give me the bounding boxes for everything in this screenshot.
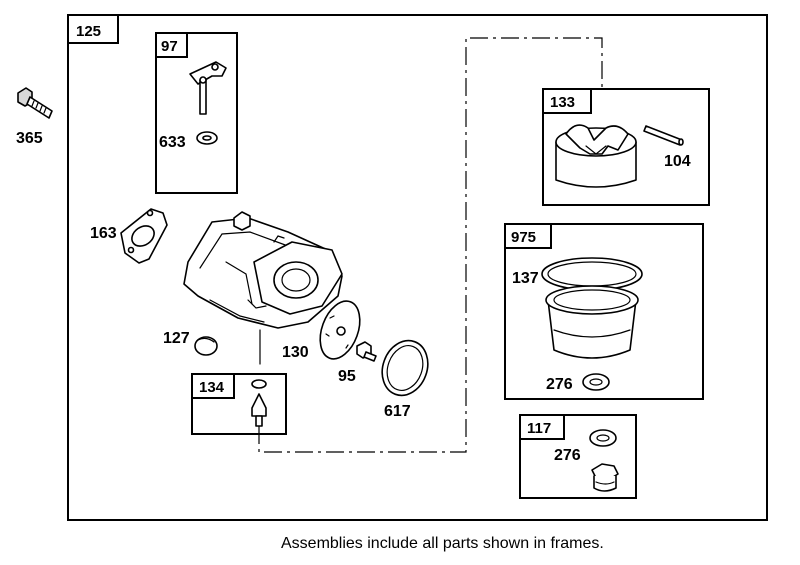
- carburetor-body[interactable]: [183, 211, 343, 365]
- gasket-163[interactable]: [120, 208, 168, 264]
- pin-104[interactable]: [643, 125, 684, 146]
- frame-label-133: 133: [550, 94, 575, 111]
- assembly-frame-975: [504, 223, 704, 400]
- bolt-365[interactable]: [17, 87, 53, 119]
- frame-tag-125: [67, 14, 119, 44]
- plug-127[interactable]: [194, 336, 218, 356]
- part-label-127: 127: [163, 330, 190, 347]
- frame-tag-97: [155, 32, 188, 58]
- washer-276-b[interactable]: [589, 429, 617, 447]
- frame-tag-134: [191, 373, 235, 399]
- o-ring-617[interactable]: [375, 334, 435, 402]
- float-133[interactable]: [555, 124, 637, 188]
- frame-label-97: 97: [161, 38, 178, 55]
- part-label-617: 617: [384, 403, 411, 420]
- frame-label-975: 975: [511, 229, 536, 246]
- part-label-137: 137: [512, 270, 539, 287]
- assembly-frame-97: [155, 32, 238, 194]
- connection-line: [258, 37, 603, 453]
- frame-tag-133: [542, 88, 592, 114]
- bowl-nut-117[interactable]: [591, 463, 619, 492]
- assembly-frame-117: [519, 414, 637, 499]
- part-label-276-b: 276: [554, 447, 581, 464]
- assembly-frame-125: [67, 14, 768, 521]
- frame-label-125: 125: [76, 23, 101, 40]
- screw-95[interactable]: [356, 341, 377, 362]
- choke-shaft-97[interactable]: [189, 61, 227, 115]
- assembly-frame-134: [191, 373, 287, 435]
- frame-label-134: 134: [199, 379, 225, 396]
- diaphragm-130[interactable]: [313, 296, 367, 365]
- part-label-163: 163: [90, 225, 117, 242]
- part-label-365: 365: [16, 130, 43, 147]
- part-label-130: 130: [282, 344, 309, 361]
- frame-label-117: 117: [527, 420, 551, 437]
- part-label-276-a: 276: [546, 376, 573, 393]
- inlet-needle-134[interactable]: [251, 379, 267, 427]
- part-label-633: 633: [159, 134, 186, 151]
- frame-tag-117: [519, 414, 565, 440]
- caption-text: Assemblies include all parts shown in fr…: [281, 535, 604, 552]
- assembly-frame-133: [542, 88, 710, 206]
- washer-276-a[interactable]: [582, 373, 610, 391]
- seal-633[interactable]: [196, 131, 218, 145]
- frame-tag-975: [504, 223, 552, 249]
- float-bowl-975[interactable]: [545, 285, 639, 359]
- part-label-95: 95: [338, 368, 356, 385]
- part-label-104: 104: [664, 153, 691, 170]
